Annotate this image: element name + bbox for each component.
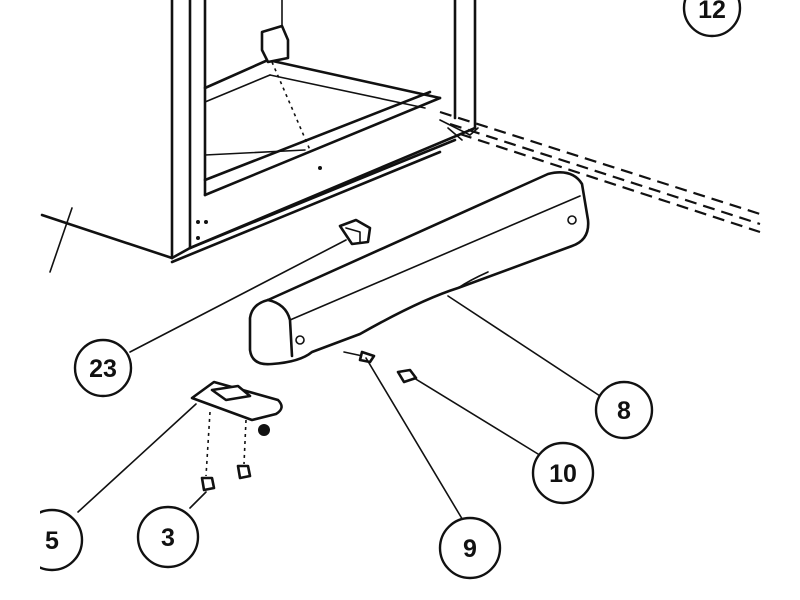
leader-lines (77, 239, 601, 523)
cabinet-body (40, 0, 479, 273)
callout-12: 12 (682, 0, 742, 38)
part-8-base-rail (248, 171, 590, 366)
floor-dashed-lines (439, 110, 761, 234)
callout-8-label: 8 (617, 397, 631, 425)
callout-5-label: 5 (45, 527, 59, 555)
callout-12-label: 12 (698, 0, 726, 24)
callout-23-label: 23 (89, 355, 117, 383)
part-23-clip (338, 218, 372, 246)
callout-10: 10 (531, 441, 595, 505)
callout-3: 3 (136, 505, 200, 569)
callout-10-label: 10 (549, 460, 577, 488)
part-5-bracket-plate (190, 380, 283, 492)
callout-9: 9 (438, 516, 502, 580)
callout-9-label: 9 (463, 535, 477, 563)
callout-8: 8 (594, 380, 654, 440)
left-edge-mask (0, 0, 40, 600)
callout-3-label: 3 (161, 524, 175, 552)
part-9-10-screw-washer (343, 350, 418, 384)
callout-23: 23 (73, 338, 133, 398)
